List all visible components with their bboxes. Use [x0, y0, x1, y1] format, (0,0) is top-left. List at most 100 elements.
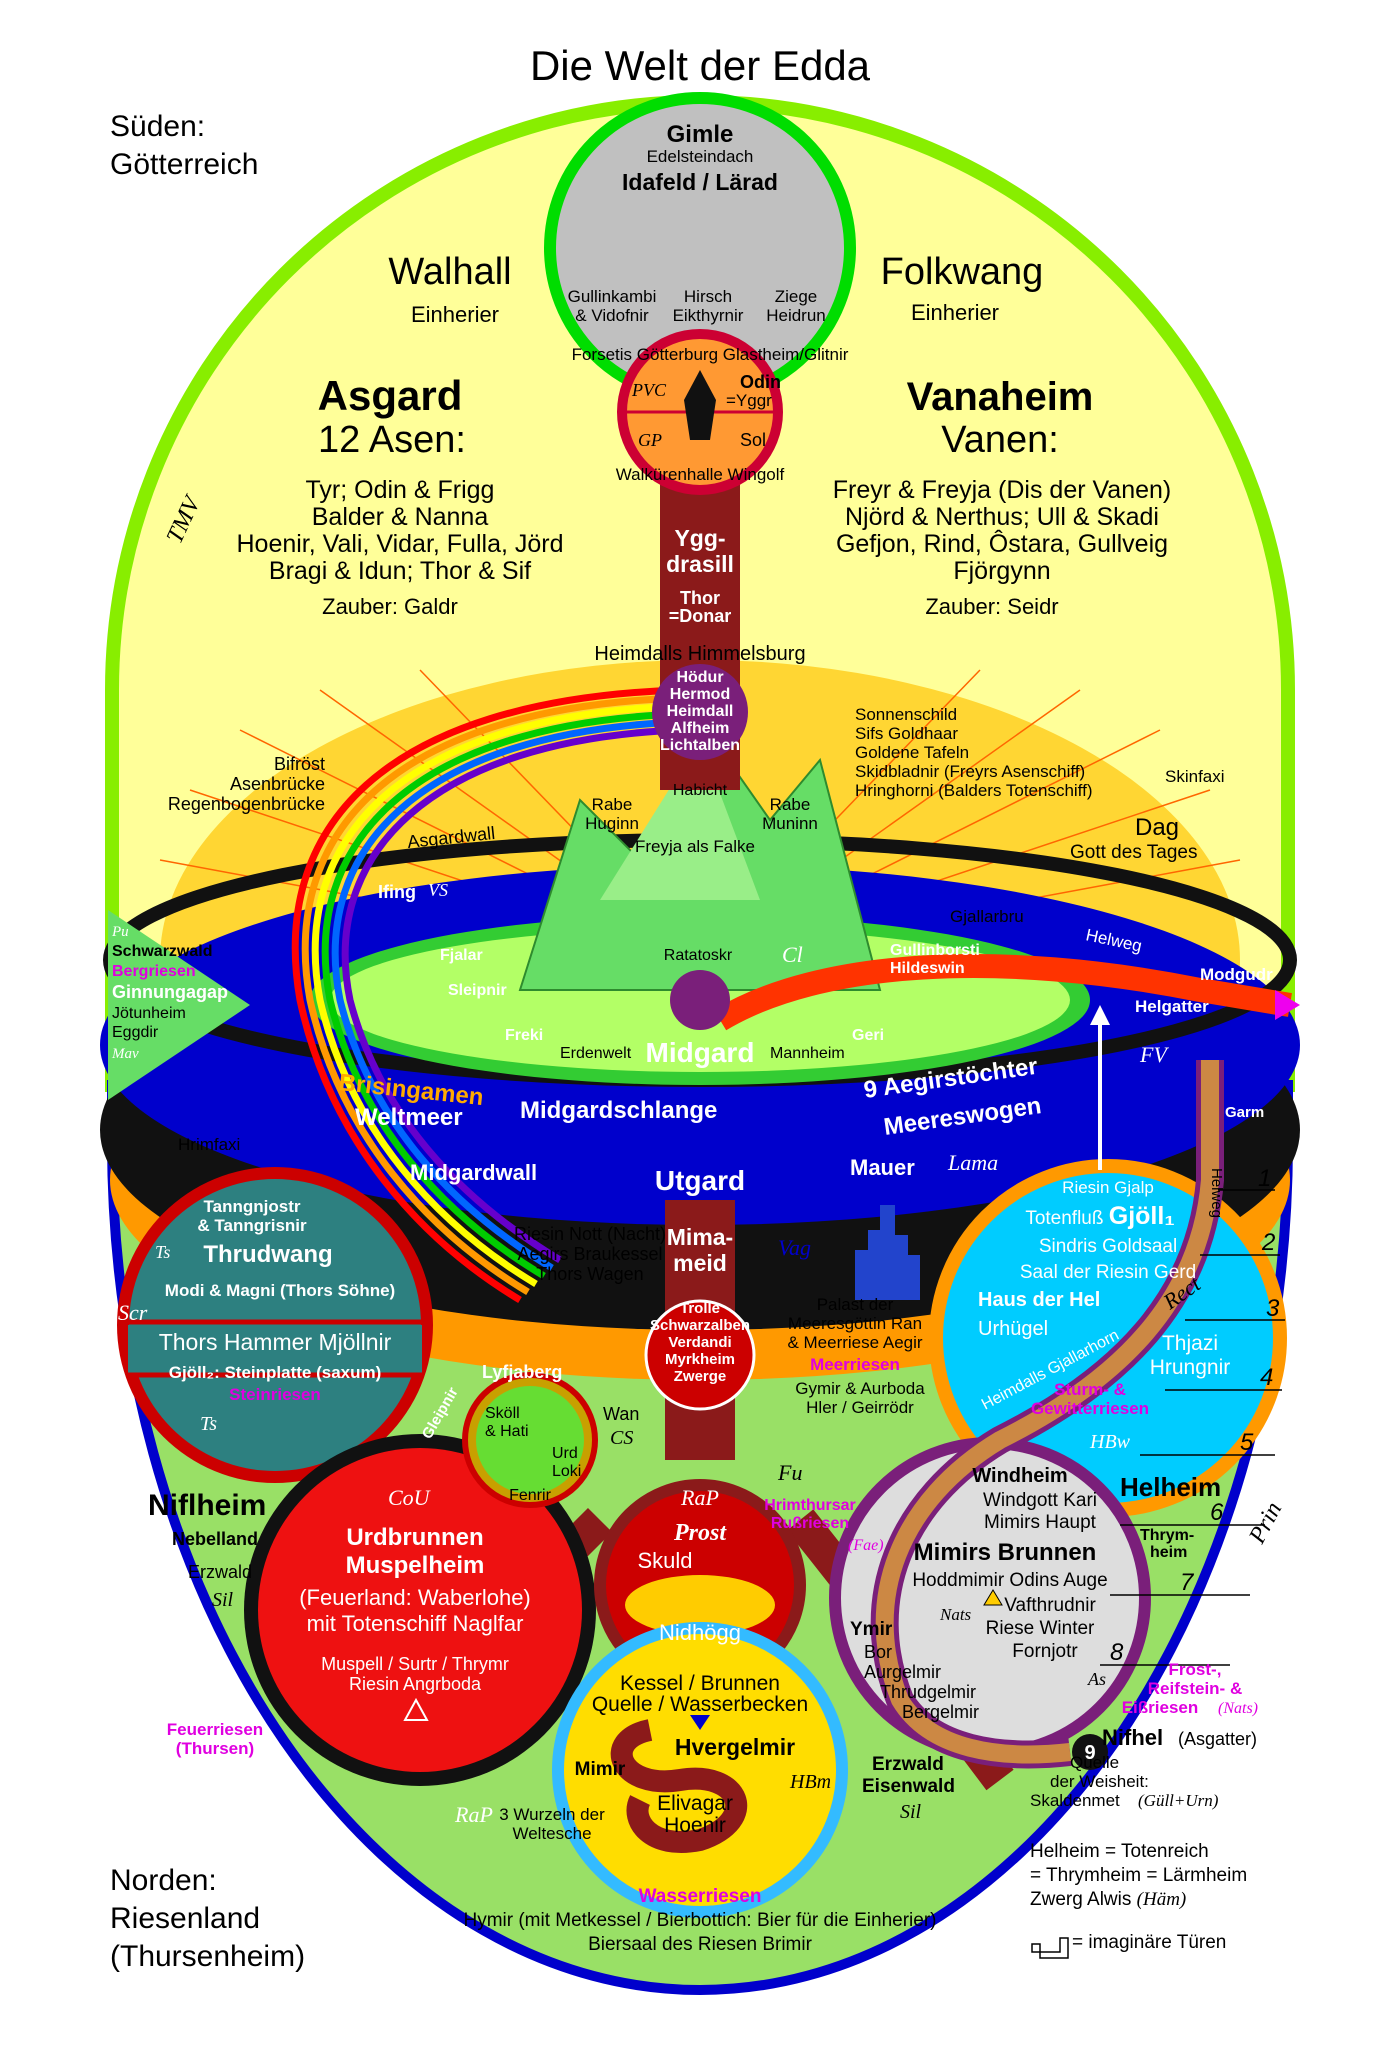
- gimle-label: Gimle: [667, 121, 734, 148]
- vanen-list: Freyr & Freyja (Dis der Vanen)Njörd & Ne…: [833, 476, 1172, 585]
- schwarzwald-label: Schwarzwald: [112, 943, 212, 960]
- hbm-label: HBm: [789, 1771, 831, 1793]
- legend-haem: (Häm): [1136, 1889, 1187, 1910]
- niflheim-label: Niflheim: [148, 1489, 266, 1522]
- ginnungagap-triangle: [108, 910, 250, 1100]
- asen-label: 12 Asen:: [318, 419, 466, 461]
- folkwang-label: Folkwang: [881, 251, 1044, 293]
- eagle-icon: [684, 370, 716, 440]
- weltmeer-label: Weltmeer: [355, 1104, 463, 1131]
- fornjotr-label: Fornjotr: [1012, 1641, 1078, 1662]
- ymir-label: Ymir: [850, 1619, 893, 1640]
- ladder-2: 2: [1261, 1229, 1275, 1256]
- sil-left-label: Sil: [212, 1589, 234, 1611]
- saal-gerd-label: Saal der Riesin Gerd: [1020, 1262, 1196, 1283]
- bottom-notes: Wasserriesen Hymir (mit Metkessel / Bier…: [350, 1885, 1050, 1957]
- thrudwang-label: Thrudwang: [203, 1241, 332, 1268]
- vafthrudnir-label: Vafthrudnir: [1004, 1595, 1096, 1616]
- fjalar-label: Fjalar: [440, 947, 483, 964]
- midgardschlange-label: Midgardschlange: [520, 1097, 717, 1124]
- vanaheim-label: Vanaheim: [907, 375, 1094, 419]
- utgard-label: Utgard: [655, 1165, 745, 1196]
- water-serpent: [610, 1719, 748, 1853]
- modi-magni-label: Modi & Magni (Thors Söhne): [165, 1281, 395, 1300]
- feuerriesen-label: Feuerriesen(Thursen): [167, 1720, 263, 1758]
- joetunheim-label: Jötunheim: [112, 1005, 186, 1022]
- mimir-label: Mimir: [575, 1759, 626, 1780]
- myrkheim-circle: [644, 1299, 756, 1411]
- sleipnir-label: Sleipnir: [448, 982, 507, 999]
- vag-label: Vag: [778, 1235, 811, 1260]
- bergriesen-label: Bergriesen: [112, 963, 196, 980]
- erdenwelt-label: Erdenwelt: [560, 1045, 632, 1062]
- eggdir-label: Eggdir: [112, 1024, 159, 1041]
- ladder-3: 3: [1266, 1295, 1280, 1322]
- walkuerenhalle-label: Walkürenhalle Wingolf: [616, 465, 785, 484]
- gp-label: GP: [638, 430, 662, 450]
- legend-door-text: = imaginäre Türen: [1072, 1932, 1227, 1953]
- fv-label: FV: [1139, 1042, 1169, 1067]
- skuld-label: Skuld: [637, 1548, 692, 1573]
- fenrir-label: Fenrir: [509, 1487, 551, 1504]
- odin-label: Odin: [740, 372, 781, 392]
- ladder-7: 7: [1180, 1569, 1195, 1596]
- nine-circle: [1072, 1734, 1108, 1770]
- sol-label: Sol: [740, 430, 766, 450]
- wan-label: Wan: [603, 1404, 639, 1424]
- ladder-5: 5: [1240, 1429, 1254, 1456]
- triangle-icon: [403, 1697, 429, 1721]
- tanngnjostr-label: Tanngnjostr& Tanngrisnir: [197, 1197, 307, 1235]
- legend-helheim: Helheim = Totenreich = Thrymheim = Lärmh…: [1030, 1841, 1248, 1910]
- door-icon: [1031, 1937, 1069, 1959]
- nats-label: Nats: [939, 1605, 972, 1624]
- geri-label: Geri: [852, 1027, 884, 1044]
- ladder-6: 6: [1210, 1499, 1224, 1526]
- cou-label: CoU: [388, 1485, 432, 1510]
- vanen-label: Vanen:: [941, 419, 1059, 461]
- asgatter-label: (Asgatter): [1178, 1729, 1257, 1749]
- ladder-numbers: 1 2 3 4 5 6 7 8: [1110, 1165, 1280, 1666]
- biersaal-label: Biersaal des Riesen Brimir: [588, 1934, 812, 1955]
- wasserriesen-label: Wasserriesen: [638, 1886, 762, 1907]
- legend-door-label: = imaginäre Türen: [1072, 1932, 1226, 1954]
- nebelland-label: Nebelland: [172, 1529, 258, 1549]
- skoell-label: Sköll& Hati: [485, 1405, 529, 1440]
- urhuegel-label: Urhügel: [978, 1318, 1048, 1340]
- mannheim-label: Mannheim: [770, 1045, 845, 1062]
- freyja-falke-label: Freyja als Falke: [635, 837, 755, 856]
- riese-winter-label: Riese Winter: [986, 1618, 1095, 1639]
- page-title: Die Welt der Edda: [529, 42, 871, 89]
- ginnungagap-label: Ginnungagap: [112, 982, 228, 1002]
- walhall-label: Walhall: [388, 251, 511, 293]
- labels: Gimle Edelsteindach Idafeld / Lärad Gull…: [111, 121, 1287, 1843]
- nats2-label: (Nats): [1218, 1700, 1258, 1717]
- forsetis-label: Forsetis Götterburg Glastheim/Glitnir: [572, 345, 849, 364]
- legend: Helheim = Totenreich = Thrymheim = Lärmh…: [1030, 1840, 1247, 1912]
- as-label: As: [1087, 1669, 1106, 1689]
- pu-label: Pu: [111, 924, 129, 940]
- squirrel-icon: [670, 970, 730, 1030]
- down-triangle-icon: [690, 1715, 710, 1730]
- asgard-label: Asgard: [318, 372, 463, 419]
- feuerland-label: (Feuerland: Waberlohe)mit Totenschiff Na…: [299, 1585, 531, 1636]
- mav-label: Mav: [111, 1046, 139, 1062]
- ratatoskr-label: Ratatoskr: [664, 947, 733, 964]
- hrimfaxi-label: Hrimfaxi: [178, 1135, 240, 1154]
- meerriesen-label: Meerriesen: [810, 1355, 900, 1374]
- yggdrasill-label: Ygg-drasill: [666, 525, 734, 577]
- ladder-1: 1: [1258, 1165, 1271, 1192]
- midgard-label: Midgard: [646, 1037, 755, 1068]
